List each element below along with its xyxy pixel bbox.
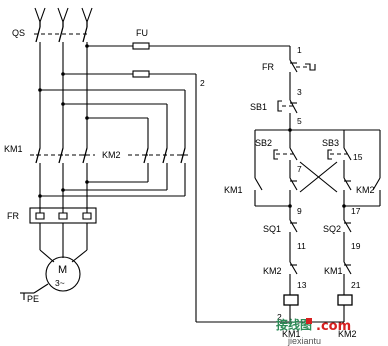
node-5-label: 5: [297, 116, 302, 126]
km2-main-contacts: [128, 147, 190, 164]
sq2-label: SQ2: [323, 224, 341, 234]
fr-main-label: FR: [7, 211, 19, 221]
sb3-button: [327, 147, 352, 168]
km1-coil: [283, 294, 299, 306]
power-circuit: QS KM1: [4, 7, 190, 304]
control-circuit: 1 FR 3 SB1 5: [196, 45, 381, 339]
sb2-label: SB2: [255, 138, 272, 148]
node-1-label: 1: [297, 45, 302, 55]
qs-label: QS: [12, 28, 25, 38]
fuses: FU 2: [132, 28, 290, 322]
sb2-button: [273, 147, 298, 168]
node-3-label: 3: [297, 87, 302, 97]
watermark-domain: jiexiantu: [287, 336, 321, 346]
km2-main-label: KM2: [102, 150, 121, 160]
node-9-label: 9: [297, 206, 302, 216]
km1-coil-label: KM1: [282, 329, 301, 339]
sb1-label: SB1: [250, 102, 267, 112]
watermark-left: 接线图: [276, 317, 312, 332]
node-19-label: 19: [351, 241, 361, 251]
km1-main-contacts: [30, 147, 95, 164]
sb3-label: SB3: [322, 138, 339, 148]
node-15-label: 15: [353, 152, 363, 162]
km1-hold-label: KM1: [224, 185, 243, 195]
km2-interlock-contact: [289, 261, 298, 295]
fr-ctrl-label: FR: [262, 62, 274, 72]
sq1-limit-switch: [289, 219, 298, 262]
km1-ilk-label: KM1: [324, 266, 343, 276]
km1-holding-contact: [254, 177, 290, 207]
km2-ilk-label: KM2: [263, 266, 282, 276]
node-2-label: 2: [200, 78, 205, 88]
km2-hold-label: KM2: [356, 185, 375, 195]
pe-label: PE: [27, 294, 39, 304]
sq1-label: SQ1: [263, 224, 281, 234]
km2-coil-label: KM2: [338, 329, 357, 339]
sb1-stop-button: [277, 82, 298, 130]
fu-label: FU: [136, 28, 148, 38]
node-17-label: 17: [351, 206, 361, 216]
km2-coil: [337, 294, 353, 306]
motor-m-label: M: [58, 264, 67, 276]
node-21-label: 21: [351, 280, 361, 290]
node-7-label: 7: [297, 164, 302, 174]
node-13-label: 13: [297, 280, 307, 290]
node-11-label: 11: [297, 241, 306, 251]
qs-switch: [34, 7, 93, 43]
motor: M 3~: [45, 256, 81, 292]
km2-holding-contact: [344, 177, 381, 207]
watermark-right: .com: [316, 319, 351, 334]
km1-interlock-contact: [343, 261, 352, 295]
node-2b-label: 2: [277, 312, 282, 322]
sq2-limit-switch: [343, 219, 352, 262]
fr-nc-contact: [289, 59, 316, 82]
fr-thermal-elements: [29, 207, 97, 224]
km1-main-label: KM1: [4, 144, 23, 154]
motor-phase-label: 3~: [55, 278, 65, 288]
watermark: 接线图 .com jiexiantu: [276, 317, 351, 346]
